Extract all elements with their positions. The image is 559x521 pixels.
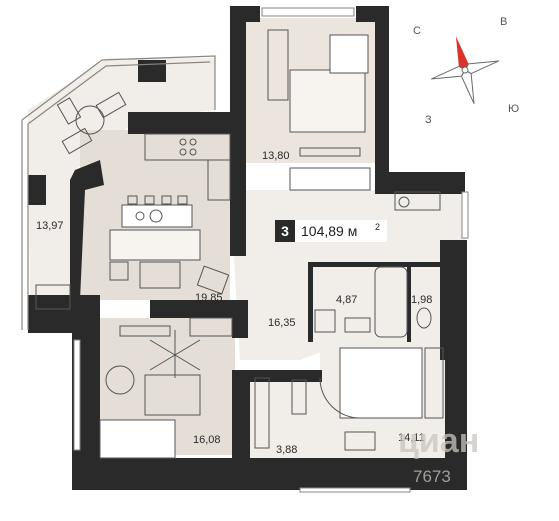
compass-east: В [500, 16, 507, 28]
area-label-wardrobe: 3,88 [276, 444, 297, 456]
compass-south: Ю [508, 103, 519, 115]
wall-left-bedroom-top [28, 295, 100, 333]
floor-balcony-living [28, 58, 215, 300]
compass-icon [430, 36, 500, 105]
wall-right-corner-top [375, 172, 465, 194]
watermark-number: 7673 [413, 467, 451, 486]
wall-bathroom-top [310, 262, 445, 267]
area-label-living-left: 13,97 [36, 220, 64, 232]
bed-top [289, 69, 366, 133]
wall-wc-divider [407, 262, 411, 342]
bathtub [374, 266, 408, 338]
compass-north: С [413, 25, 421, 37]
wall-bottom-outer [72, 458, 467, 490]
area-label-wc: 1,98 [411, 294, 432, 306]
wall-living-pier [70, 160, 104, 300]
floor-bathroom [310, 265, 410, 340]
area-label-bedroom-right: 14,11 [398, 432, 425, 444]
wall-bedroom-left-top [150, 300, 240, 318]
area-label-hall: 16,35 [268, 317, 296, 329]
area-label-bedroom-top: 13,80 [262, 150, 290, 162]
wall-top-bedroom-top [230, 6, 260, 22]
watermark: циан 7673 [398, 422, 479, 486]
kitchen-counter [144, 133, 231, 161]
total-area-box [295, 220, 387, 242]
area-badge: 3 104,89 м 2 [275, 220, 387, 242]
wall-bathroom-left [308, 262, 313, 342]
windows [73, 7, 469, 493]
floors [28, 18, 465, 460]
sofa [109, 229, 201, 261]
walls [28, 6, 467, 490]
area-label-kitchen-living: 19,85 [195, 292, 223, 304]
wall-wardrobe-top [232, 370, 322, 382]
area-unit-superscript: 2 [375, 222, 380, 232]
rooms-count-box [275, 220, 295, 242]
wall-right-mid [440, 240, 448, 360]
furniture [35, 29, 444, 459]
total-area: 104,89 м [301, 223, 357, 239]
wall-balcony-top [138, 60, 166, 82]
dining-table [121, 204, 193, 228]
wall-bedroom-top-right [375, 6, 389, 176]
bed-left [99, 419, 176, 459]
wall-wardrobe-left [232, 372, 250, 460]
watermark-brand: циан [398, 422, 479, 460]
wall-left-living [28, 175, 46, 205]
compass-west: З [425, 114, 432, 126]
wall-kitchen-top [128, 112, 238, 134]
rooms-count: 3 [281, 223, 289, 239]
wall-inner-center [232, 300, 248, 338]
room-labels: 13,80 13,97 19,85 16,35 4,87 1,98 16,08 … [36, 150, 432, 456]
balcony-window [21, 55, 216, 330]
floor-wardrobe [250, 372, 320, 460]
area-label-bedroom-left: 16,08 [193, 434, 221, 446]
compass-rose: С В Ю З [413, 16, 519, 126]
bed-right [339, 347, 423, 419]
area-label-bathroom: 4,87 [336, 294, 357, 306]
wall-right-outer [445, 240, 467, 485]
